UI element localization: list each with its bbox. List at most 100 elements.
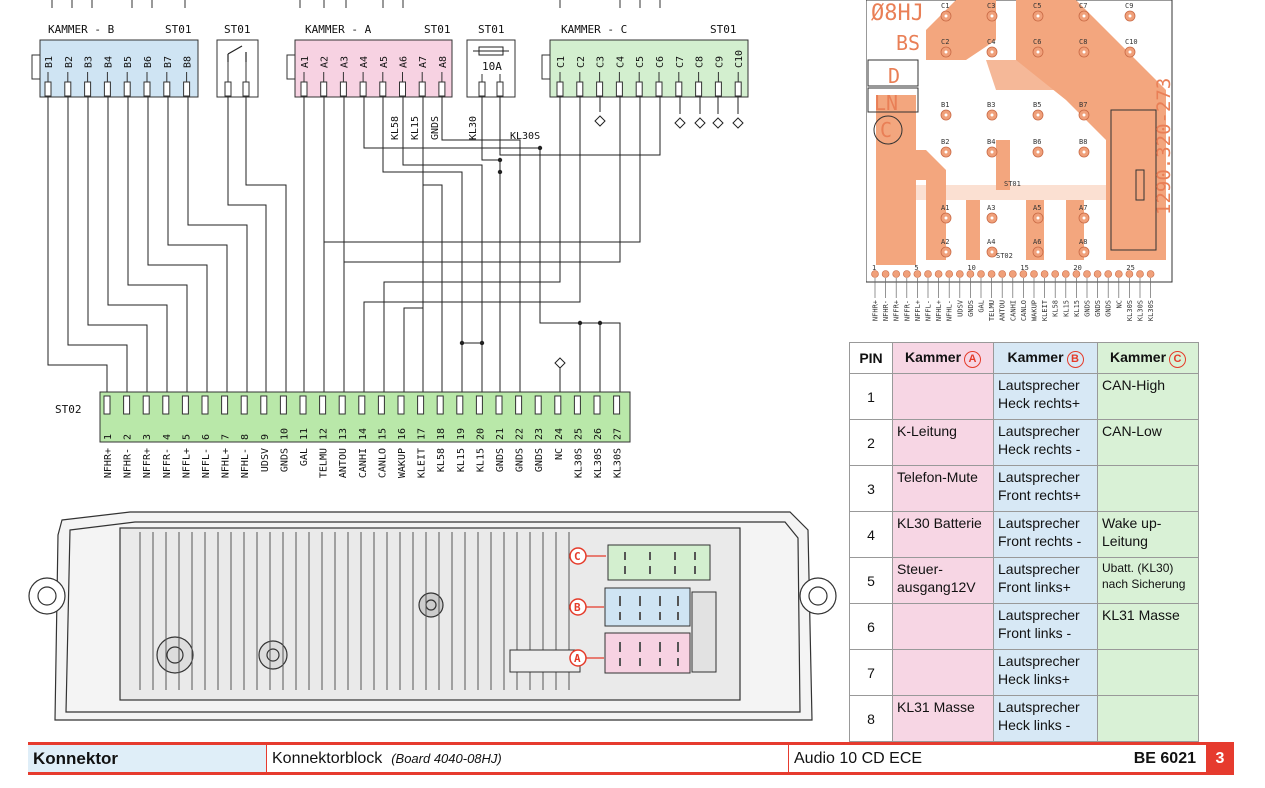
- kammer-a-badge: A: [964, 350, 982, 368]
- kammer-c-pin-label: C3: [596, 56, 607, 68]
- pcb-bottom-label: TELMU: [988, 300, 996, 321]
- kammer-c-pin: [615, 81, 623, 97]
- switch-pin: [224, 81, 232, 97]
- pcb-c-pad-label: C7: [1079, 2, 1087, 10]
- st02-signal-label: NC: [554, 448, 565, 460]
- st02-pin-number: 22: [515, 428, 526, 440]
- st02-pin-number: 5: [181, 434, 192, 440]
- st02-pin-number: 21: [495, 428, 506, 440]
- pcb-bottom-pad: [1146, 270, 1155, 278]
- pin-cell: 4: [849, 511, 893, 558]
- pcb-bottom-label: GNDS: [1094, 300, 1102, 317]
- st02-signal-label: KL15: [475, 448, 486, 472]
- st02-pin-number: 19: [456, 428, 467, 440]
- st02-pin-number: 9: [260, 434, 271, 440]
- st02-signal-label: NFHL+: [221, 448, 232, 478]
- pcb-bottom-label: ANTOU: [999, 300, 1007, 321]
- pcb-bottom-pad: [1040, 270, 1049, 278]
- st02-pin: [201, 395, 209, 415]
- kammer-c-pin: [576, 81, 584, 97]
- kammer-b-pin-label: B2: [64, 56, 75, 68]
- pcb-bottom-label: GNDS: [967, 300, 975, 317]
- footer-subtitle: (Board 4040-08HJ): [391, 751, 502, 766]
- pcb-bottom-label: KL30S: [1126, 300, 1134, 321]
- pin-cell: 3: [849, 465, 893, 512]
- switch-connector: [216, 39, 259, 98]
- kammer-a-pin: [438, 81, 446, 97]
- kammer-b-pin-label: B4: [103, 56, 114, 68]
- kammer-a-cell: Telefon-Mute: [892, 465, 994, 512]
- st02-pin: [613, 395, 621, 415]
- st02-pin-number: 3: [142, 434, 153, 440]
- st02-pin: [162, 395, 170, 415]
- st02-pin: [417, 395, 425, 415]
- pcb-a-pad-label: A3: [987, 204, 995, 212]
- pcb-bottom-pad: [1019, 270, 1028, 278]
- pcb-bottom-label: NFHR+: [872, 300, 880, 321]
- unit-marker-c: C: [574, 550, 581, 563]
- st02-pin-number: 12: [319, 428, 330, 440]
- pin-cell: 6: [849, 603, 893, 650]
- st02-pin-number: 14: [358, 428, 369, 440]
- table-row: 4 KL30 Batterie Lautsprecher Front recht…: [849, 511, 1199, 558]
- footer-page-number: 3: [1206, 745, 1234, 772]
- kammer-c-pin: [655, 81, 663, 97]
- pcb-c-pad-label: C6: [1033, 38, 1041, 46]
- kammer-b-cell: Lautsprecher Heck rechts+: [993, 373, 1098, 420]
- st02-signal-label: NFFR-: [162, 448, 173, 478]
- pin-cell: 5: [849, 557, 893, 604]
- pcb-st01: ST01: [1004, 180, 1021, 188]
- st02-pin: [260, 395, 268, 415]
- pcb-bottom-pad: [1125, 270, 1134, 278]
- kammer-b-title: KAMMER - B: [48, 23, 115, 36]
- unit-connector-b: [604, 587, 691, 627]
- kammer-a-pin-label: A7: [418, 56, 429, 68]
- pcb-bottom-label: NFFR+: [893, 300, 901, 321]
- kammer-b-cell: Lautsprecher Front links -: [993, 603, 1098, 650]
- st02-pin-number: 24: [554, 428, 565, 440]
- st02-pin-number: 11: [299, 428, 310, 440]
- pcb-bottom-pad: [881, 270, 890, 278]
- kammer-a-pin: [300, 81, 308, 97]
- st02-pin-number: 4: [162, 434, 173, 440]
- pcb-pin-number: 25: [1126, 264, 1134, 272]
- pcb-bottom-pad: [1136, 270, 1144, 278]
- st02-pin-number: 8: [240, 434, 251, 440]
- kammer-c-pin-label: C4: [615, 56, 626, 68]
- unit-marker-b: B: [574, 601, 581, 614]
- pcb-bottom-pad: [924, 270, 932, 278]
- pcb-bottom-pad: [934, 270, 943, 278]
- table-row: 5 Steuer-ausgang12V Lautsprecher Front l…: [849, 557, 1199, 604]
- pcb-bottom-label: CANHI: [1009, 300, 1017, 321]
- st02-signal-label: GNDS: [534, 448, 545, 472]
- st02-pin-number: 16: [397, 428, 408, 440]
- kammer-a-cell: [892, 603, 994, 650]
- pcb-a-pad-label: A1: [941, 204, 949, 212]
- st02-signal-label: NFFL+: [181, 448, 192, 478]
- pcb-bottom-label: NFHR-: [882, 300, 890, 321]
- pcb-a-pad-label: A4: [987, 238, 995, 246]
- st02-pin-number: 15: [377, 428, 388, 440]
- kammer-b-st: ST01: [165, 23, 192, 36]
- label-kl30: KL30: [468, 116, 479, 140]
- pcb-bottom-label: KL30S: [1147, 300, 1155, 321]
- st02-pin-number: 20: [475, 428, 486, 440]
- st02-signal-label: KL30S: [613, 448, 624, 478]
- pcb-letters-d: D: [888, 64, 900, 88]
- pcb-bottom-pad: [871, 270, 879, 278]
- footer-section: Konnektor: [28, 745, 266, 772]
- st02-title: ST02: [55, 403, 82, 416]
- kammer-c-pin: [714, 81, 722, 97]
- st02-pin: [475, 395, 483, 415]
- label-gnds: GNDS: [430, 116, 441, 140]
- kammer-a-pin-label: A1: [300, 56, 311, 68]
- pcb-bottom-label: GNDS: [1084, 300, 1092, 317]
- pcb-b-pad-label: B5: [1033, 101, 1041, 109]
- st02-signal-label: NFHL-: [240, 448, 251, 478]
- pcb-bottom-pad: [1104, 270, 1112, 278]
- kammer-b-cell: Lautsprecher Front rechts -: [993, 511, 1098, 558]
- kammer-b-cell: Lautsprecher Heck links+: [993, 649, 1098, 696]
- st02-pin-number: 13: [338, 428, 349, 440]
- pcb-c-pad-label: C1: [941, 2, 949, 10]
